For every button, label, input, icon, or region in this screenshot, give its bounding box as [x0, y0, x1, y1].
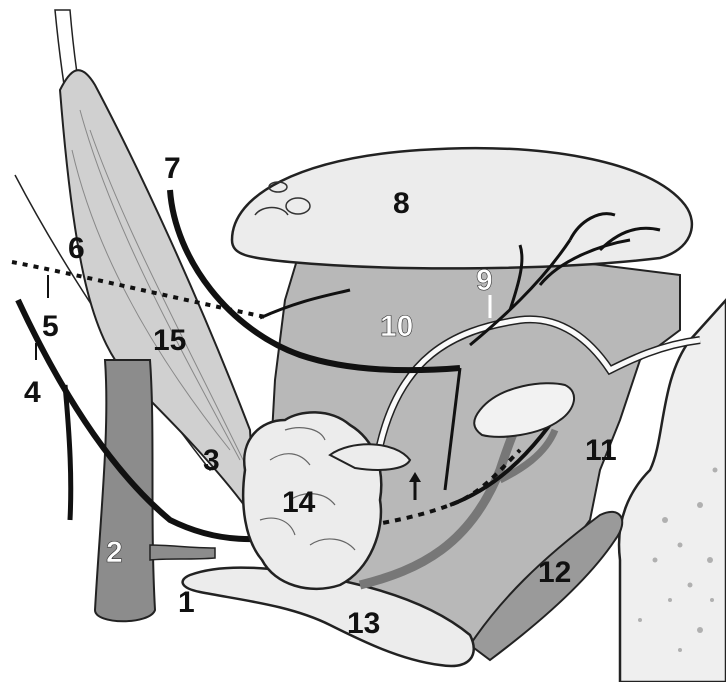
label-12: 12: [538, 556, 571, 589]
structure-4-line: [65, 385, 71, 520]
label-9: 9: [476, 264, 493, 297]
label-14: 14: [282, 486, 316, 519]
label-10: 10: [380, 310, 413, 343]
label-3: 3: [203, 444, 220, 477]
vessel-branch: [150, 545, 215, 560]
label-2: 2: [106, 536, 123, 569]
label-13: 13: [347, 607, 380, 640]
label-4: 4: [24, 376, 41, 409]
structure-15: [60, 70, 255, 520]
label-15: 15: [153, 324, 186, 357]
label-1: 1: [178, 586, 195, 619]
structure-8: [232, 148, 692, 268]
label-11: 11: [585, 434, 617, 467]
label-8: 8: [393, 187, 410, 220]
structure-2-vessel: [95, 360, 155, 621]
label-5: 5: [42, 310, 59, 343]
label-7: 7: [164, 152, 181, 185]
label-6: 6: [68, 232, 85, 265]
